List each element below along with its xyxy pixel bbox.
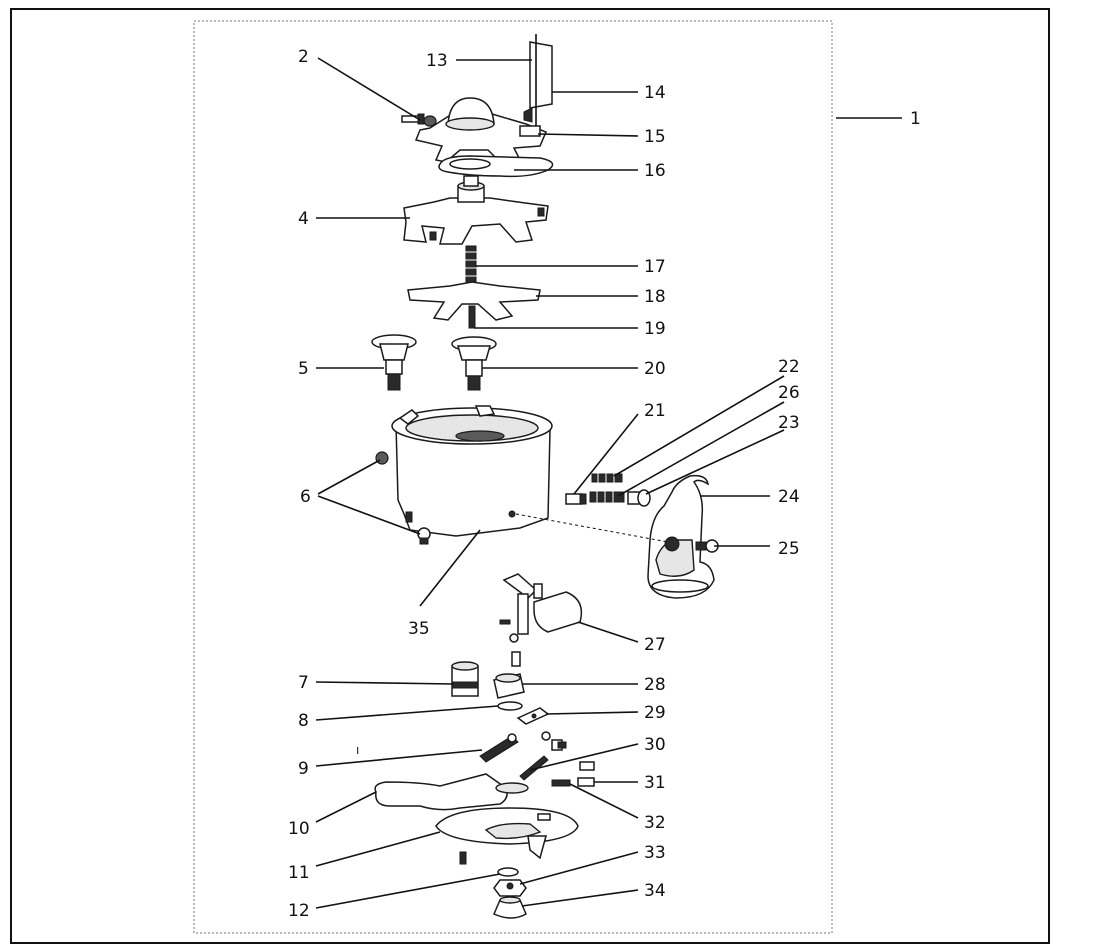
callout-31: 31 bbox=[644, 773, 666, 793]
callout-18: 18 bbox=[644, 287, 666, 307]
callout-32: 32 bbox=[644, 813, 666, 833]
callout-21: 21 bbox=[644, 401, 666, 421]
callout-15: 15 bbox=[644, 127, 666, 147]
callout-20: 20 bbox=[644, 359, 666, 379]
callout-22: 22 bbox=[778, 357, 800, 377]
part-star-wheel bbox=[403, 175, 549, 245]
part-push-button-right bbox=[451, 336, 497, 391]
part-gasket bbox=[438, 155, 554, 178]
part-small-coil bbox=[519, 755, 549, 781]
callout-19: 19 bbox=[644, 319, 666, 339]
assembly-boundary bbox=[193, 20, 833, 934]
callout-2: 2 bbox=[298, 47, 309, 67]
part-bowl-housing bbox=[391, 405, 553, 537]
callout-labels: 1 2 4 5 6 7 8 9 10 11 12 13 14 15 16 17 … bbox=[288, 47, 921, 921]
part-top-star-cover bbox=[414, 97, 547, 163]
part-coil-small bbox=[551, 779, 571, 787]
callout-5: 5 bbox=[298, 359, 309, 379]
callout-9: 9 bbox=[298, 759, 309, 779]
part-cap-nut bbox=[493, 896, 527, 919]
callout-25: 25 bbox=[778, 539, 800, 559]
outer-frame bbox=[10, 8, 1050, 944]
callout-13: 13 bbox=[426, 51, 448, 71]
part-small-washer bbox=[541, 731, 551, 741]
callout-27: 27 bbox=[644, 635, 666, 655]
callout-29: 29 bbox=[644, 703, 666, 723]
callout-17: 17 bbox=[644, 257, 666, 277]
callout-4: 4 bbox=[298, 209, 309, 229]
callout-34: 34 bbox=[644, 881, 666, 901]
leader-lines bbox=[315, 57, 902, 909]
callout-23: 23 bbox=[778, 413, 800, 433]
callout-28: 28 bbox=[644, 675, 666, 695]
callout-35: 35 bbox=[408, 619, 430, 639]
part-push-button-left bbox=[371, 334, 417, 391]
callout-16: 16 bbox=[644, 161, 666, 181]
part-release-pin bbox=[565, 493, 587, 505]
part-small-bolt bbox=[551, 739, 567, 751]
callout-8: 8 bbox=[298, 711, 309, 731]
callout-14: 14 bbox=[644, 83, 666, 103]
part-washer bbox=[497, 867, 519, 877]
callout-1: 1 bbox=[910, 109, 921, 129]
callout-24: 24 bbox=[778, 487, 800, 507]
callout-6: 6 bbox=[300, 487, 311, 507]
part-base-plate bbox=[435, 807, 579, 860]
part-nut bbox=[695, 539, 719, 553]
part-handle-lever bbox=[647, 474, 715, 599]
part-large-spring bbox=[589, 490, 625, 504]
assembly-line bbox=[515, 513, 669, 543]
part-small-spring bbox=[591, 472, 623, 484]
part-caps bbox=[577, 761, 595, 787]
part-hex-nut bbox=[493, 879, 527, 897]
part-lever-arm bbox=[374, 773, 529, 811]
callout-33: 33 bbox=[644, 843, 666, 863]
part-lower-star bbox=[407, 281, 541, 321]
part-bolt bbox=[627, 489, 651, 507]
part-screw-lower bbox=[417, 527, 431, 545]
part-clip-plate bbox=[516, 707, 550, 725]
callout-11: 11 bbox=[288, 863, 310, 883]
callout-7: 7 bbox=[298, 673, 309, 693]
callout-12: 12 bbox=[288, 901, 310, 921]
part-o-ring bbox=[497, 701, 523, 711]
part-bracket-plate bbox=[523, 34, 553, 126]
part-gear-knob bbox=[451, 661, 479, 697]
part-bushing-nut bbox=[493, 673, 525, 699]
part-base-screw bbox=[459, 851, 467, 865]
part-pin bbox=[468, 305, 476, 329]
callout-30: 30 bbox=[644, 735, 666, 755]
part-small-screw bbox=[401, 113, 425, 125]
callout-26: 26 bbox=[778, 383, 800, 403]
parts-drawing bbox=[371, 34, 719, 919]
part-screw-upper bbox=[375, 451, 389, 465]
stray-mark: ı bbox=[356, 743, 359, 757]
part-threaded-rod bbox=[479, 733, 519, 763]
callout-10: 10 bbox=[288, 819, 310, 839]
part-switch-bracket bbox=[499, 573, 583, 667]
